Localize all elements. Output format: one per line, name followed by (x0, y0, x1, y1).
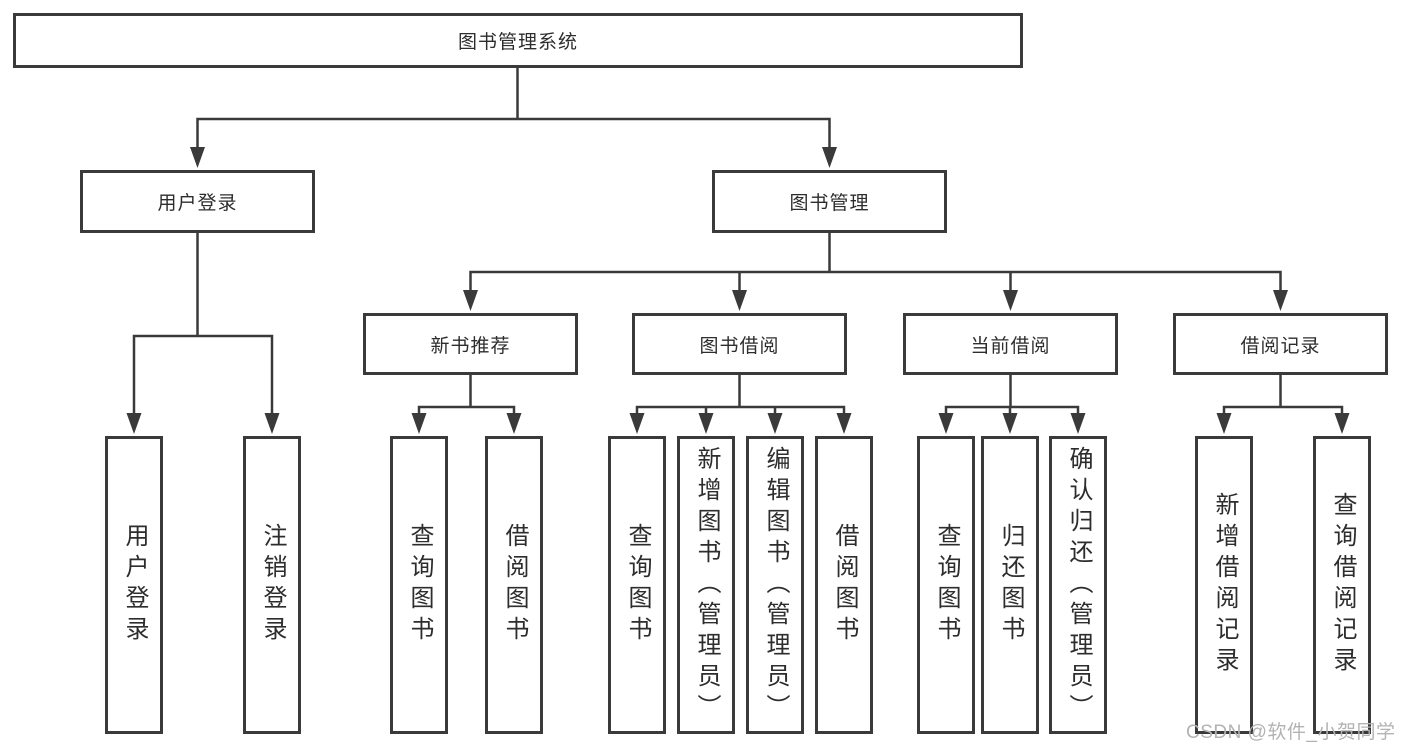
leaf-borrow-books: 借阅图书 (485, 436, 543, 734)
node-book-management: 图书管理 (712, 170, 947, 233)
connector-path (635, 373, 846, 416)
arrowhead-down-icon (822, 147, 837, 168)
arrowhead-down-icon (190, 147, 205, 168)
arrowhead-down-icon (732, 290, 747, 311)
node-label: 查询图书 (624, 523, 651, 647)
node-label: 用户登录 (121, 523, 148, 647)
leaf-confirm-return-admin: 确认归还（管理员） (1049, 436, 1107, 734)
arrowhead-down-icon (1002, 413, 1018, 434)
arrowhead-down-icon (698, 413, 714, 434)
node-label: 查询图书 (933, 523, 960, 647)
arrowhead-down-icon (767, 413, 783, 434)
node-borrow-records: 借阅记录 (1173, 313, 1388, 375)
leaf-query-books: 查询图书 (917, 436, 975, 734)
arrowhead-down-icon (411, 413, 427, 434)
leaf-add-books-admin: 新增图书（管理员） (677, 436, 735, 734)
node-library-management-system: 图书管理系统 (13, 13, 1023, 68)
connector-path (944, 373, 1080, 416)
node-book-borrow: 图书借阅 (632, 313, 847, 375)
node-label: 查询图书 (406, 523, 433, 647)
leaf-borrow-books: 借阅图书 (815, 436, 873, 734)
arrowhead-down-icon (264, 413, 280, 434)
node-label: 查询借阅记录 (1329, 492, 1356, 678)
leaf-user-login: 用户登录 (105, 436, 163, 734)
watermark: CSDN @软件_小贺同学 (1186, 722, 1396, 743)
node-current-borrow: 当前借阅 (903, 313, 1118, 375)
connector-path (417, 373, 516, 416)
leaf-query-borrow-record: 查询借阅记录 (1313, 436, 1371, 734)
connector-path (196, 66, 831, 151)
node-label: 注销登录 (259, 523, 286, 647)
arrowhead-down-icon (1334, 413, 1350, 434)
node-label: 编辑图书（管理员） (762, 445, 789, 725)
node-label: 新增借阅记录 (1211, 492, 1238, 678)
arrowhead-down-icon (1003, 290, 1018, 311)
arrowhead-down-icon (506, 413, 522, 434)
leaf-add-borrow-record: 新增借阅记录 (1195, 436, 1253, 734)
arrowhead-down-icon (836, 413, 852, 434)
arrowhead-down-icon (629, 413, 645, 434)
leaf-query-books: 查询图书 (608, 436, 666, 734)
arrowhead-down-icon (126, 413, 142, 434)
connector-path (132, 231, 274, 416)
arrowhead-down-icon (1216, 413, 1232, 434)
arrowhead-down-icon (938, 413, 954, 434)
node-label: 借阅图书 (831, 523, 858, 647)
node-label: 归还图书 (997, 523, 1024, 647)
node-new-book-recommend: 新书推荐 (363, 313, 578, 375)
leaf-edit-books-admin: 编辑图书（管理员） (746, 436, 804, 734)
leaf-return-books: 归还图书 (981, 436, 1039, 734)
node-label: 确认归还（管理员） (1065, 445, 1092, 725)
connector-path (469, 231, 1282, 294)
arrowhead-down-icon (1070, 413, 1086, 434)
node-label: 新增图书（管理员） (693, 445, 720, 725)
arrowhead-down-icon (1273, 290, 1288, 311)
arrowhead-down-icon (463, 290, 478, 311)
leaf-query-books: 查询图书 (390, 436, 448, 734)
node-user-login: 用户登录 (80, 170, 315, 233)
connector-path (1222, 373, 1344, 416)
node-label: 借阅图书 (501, 523, 528, 647)
leaf-logout: 注销登录 (243, 436, 301, 734)
